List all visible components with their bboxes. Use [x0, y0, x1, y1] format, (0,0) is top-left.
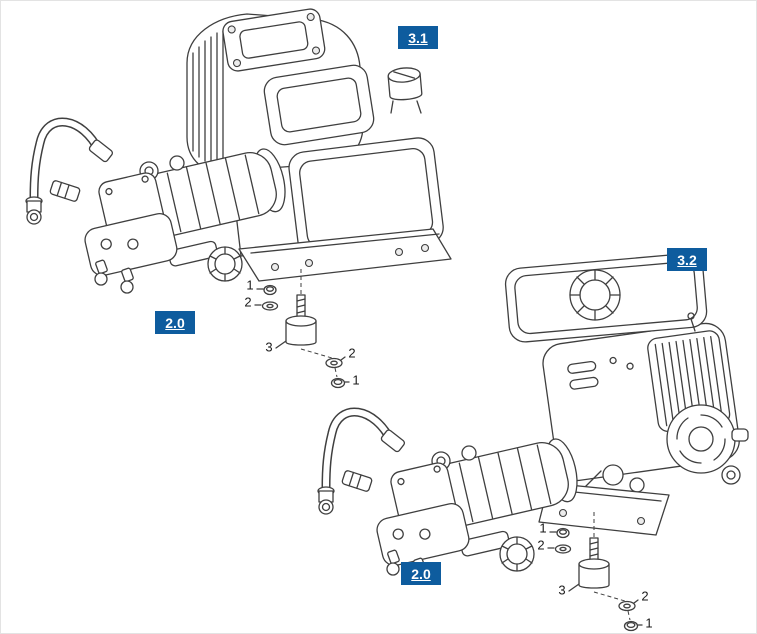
cooling-fins [192, 30, 224, 170]
air-cleaner-cover [263, 64, 375, 146]
callout-number: 2 [537, 537, 545, 553]
part-group-label-pump-2-0-b[interactable]: 2.0 [401, 562, 441, 585]
assembly-1 [26, 8, 452, 389]
cooling-fins [654, 336, 723, 427]
valve-cover [222, 8, 326, 72]
callout-number: 2 [244, 294, 252, 310]
callout-number: 1 [352, 372, 360, 388]
engine-3-2-drawing [504, 252, 749, 536]
recoil-starter [666, 404, 749, 474]
callout-number: 1 [645, 615, 653, 631]
callout-number: 1 [539, 520, 547, 536]
part-group-label-engine-3-1[interactable]: 3.1 [398, 26, 438, 49]
callout-number: 2 [641, 588, 649, 604]
part-group-label-pump-2-0-a[interactable]: 2.0 [155, 311, 195, 334]
assembly-2 [318, 252, 749, 632]
ignition-key-drawing [687, 312, 696, 332]
fuel-cap [387, 67, 423, 101]
callout-number: 1 [246, 277, 254, 293]
mount-hardware-1 [254, 268, 350, 389]
base-plate [238, 228, 452, 282]
fuel-cap [569, 269, 621, 321]
callout-number: 3 [558, 582, 566, 598]
part-group-label-engine-3-2[interactable]: 3.2 [667, 248, 707, 271]
pump-2-0-drawing-2 [318, 412, 582, 583]
callout-number: 3 [265, 339, 273, 355]
callout-number: 2 [348, 345, 356, 361]
